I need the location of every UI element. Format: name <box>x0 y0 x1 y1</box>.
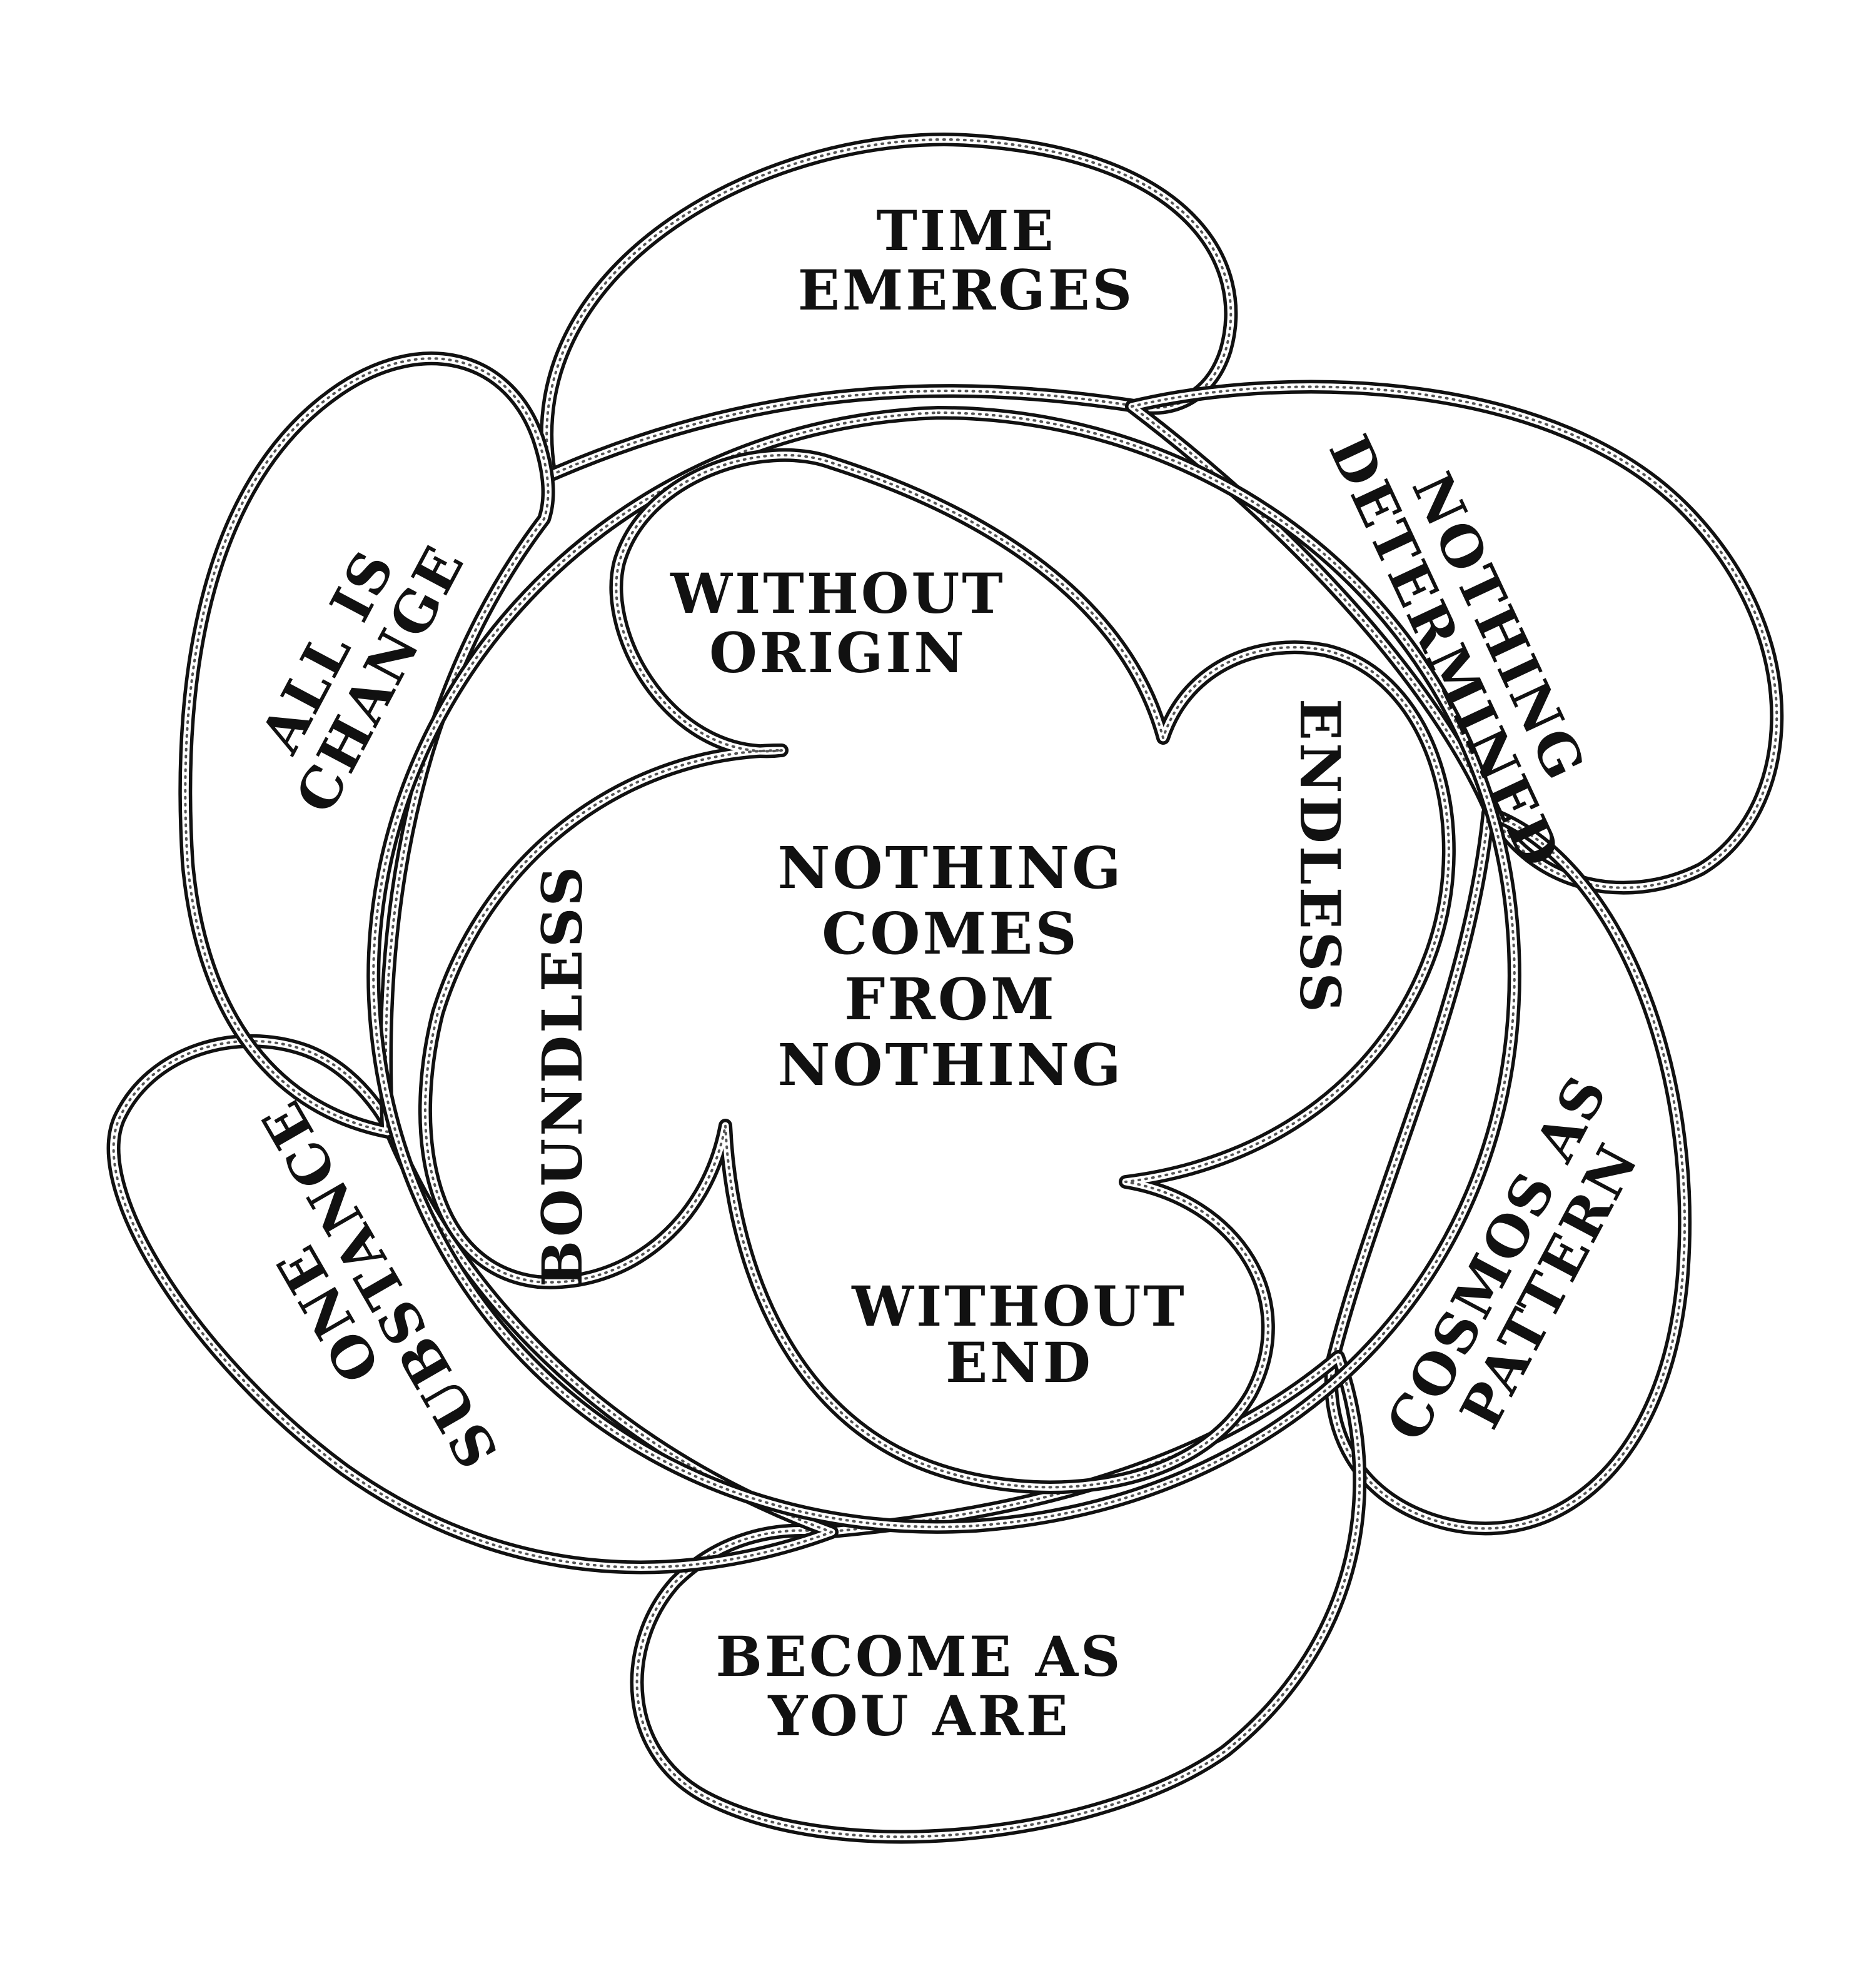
lobe-bottom-outline <box>637 1357 1360 1837</box>
center-label: NOTHING COMES FROM NOTHING <box>777 834 1123 1099</box>
outer-upper-left-group: ALL IS CHANGE <box>247 534 478 823</box>
outer-top-line-2: EMERGES <box>798 258 1134 323</box>
inner-right-line-1: ENDLESS <box>1288 698 1353 1015</box>
outer-top-line-1: TIME <box>876 198 1056 263</box>
outer-lower-right-group: COSMOS AS PATTERN <box>1373 1064 1652 1451</box>
lobe-bottom-gap <box>637 1357 1360 1837</box>
inner-left-line-1: BOUNDLESS <box>530 864 595 1287</box>
inner-bottom-line-2: END <box>946 1330 1093 1395</box>
center-line-1: NOTHING <box>777 834 1123 902</box>
center-line-2: COMES <box>822 900 1079 967</box>
inner-petal-labels: WITHOUT ORIGIN ENDLESS WITHOUT END BOUND… <box>530 561 1353 1395</box>
lobe-bottom-stipple <box>635 1356 1361 1838</box>
inner-top-line-1: WITHOUT <box>670 561 1006 626</box>
inner-bottom-line-1: WITHOUT <box>851 1274 1187 1339</box>
outer-bottom-line-1: BECOME AS <box>715 1624 1122 1689</box>
outer-lower-left-group: ONE SUBSTANCE <box>248 1089 511 1479</box>
outer-bottom-line-2: YOU ARE <box>767 1683 1070 1748</box>
center-line-3: FROM <box>844 965 1057 1033</box>
outer-upper-right-group: NOTHING DETERMINED <box>1316 425 1598 879</box>
center-line-4: NOTHING <box>777 1031 1123 1099</box>
inner-top-line-2: ORIGIN <box>709 620 967 685</box>
